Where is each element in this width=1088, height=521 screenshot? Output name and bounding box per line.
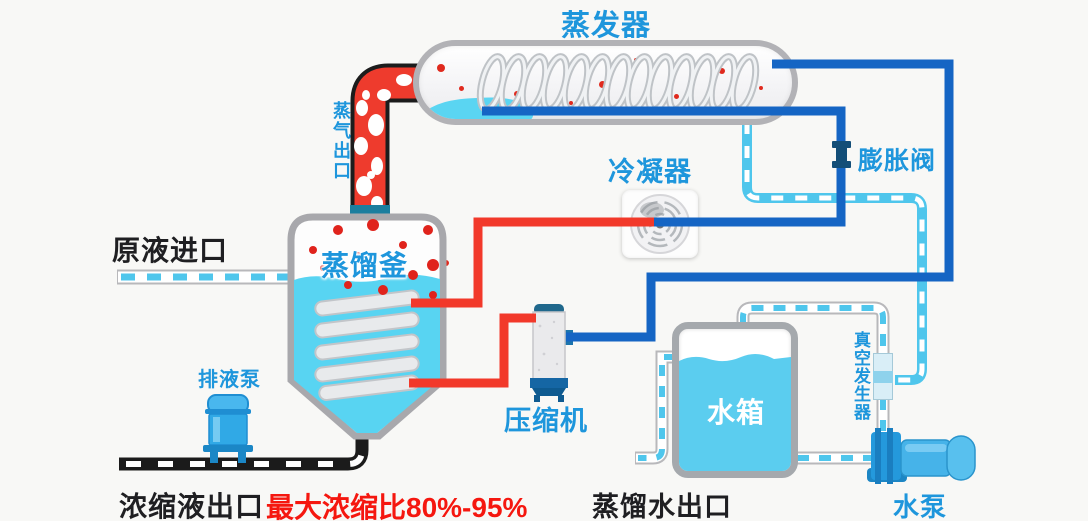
drain-pump-label: 排液泵	[198, 369, 261, 391]
evaporator-to-compressor-pipe	[566, 59, 954, 342]
condenser-label: 冷凝器	[608, 157, 692, 187]
evaporator-label: 蒸发器	[561, 10, 652, 42]
water-pump-label: 水泵	[893, 492, 948, 521]
coil-to-condenser-pipe	[411, 217, 654, 308]
steam-outlet-label: 蒸气出口	[331, 101, 351, 181]
drain-pump-unit	[203, 394, 253, 463]
compressor-label: 压缩机	[504, 406, 588, 436]
compressor-to-coil-pipe	[409, 313, 536, 388]
condensate-pipe	[742, 122, 927, 385]
tank-top-pipe	[736, 301, 890, 353]
vacuum-generator-band	[873, 371, 893, 383]
expansion-valve-icon	[832, 141, 851, 168]
vacuum-generator-label: 真空发生器	[851, 331, 870, 421]
kettle-neck-flange	[350, 205, 390, 216]
water-pump-unit	[867, 428, 976, 484]
concentrate-outlet-label: 浓缩液出口	[119, 491, 265, 521]
concentrate-outlet-pipe	[119, 438, 369, 471]
kettle-specks	[309, 219, 439, 299]
expansion-valve-label: 膨胀阀	[858, 147, 937, 175]
water-tank-vessel	[672, 322, 798, 478]
raw-liquid-inlet-label: 原液进口	[112, 235, 229, 266]
max-concentration-ratio-label: 最大浓缩比80%-95%	[266, 492, 528, 521]
distilled-water-outlet-label: 蒸馏水出口	[592, 492, 732, 521]
distillation-kettle-label: 蒸馏釜	[321, 250, 409, 281]
steam-pipe	[350, 63, 432, 214]
water-tank-label: 水箱	[707, 397, 766, 428]
distilled-water-outlet-pipe	[635, 350, 675, 465]
tank-water	[679, 353, 791, 471]
